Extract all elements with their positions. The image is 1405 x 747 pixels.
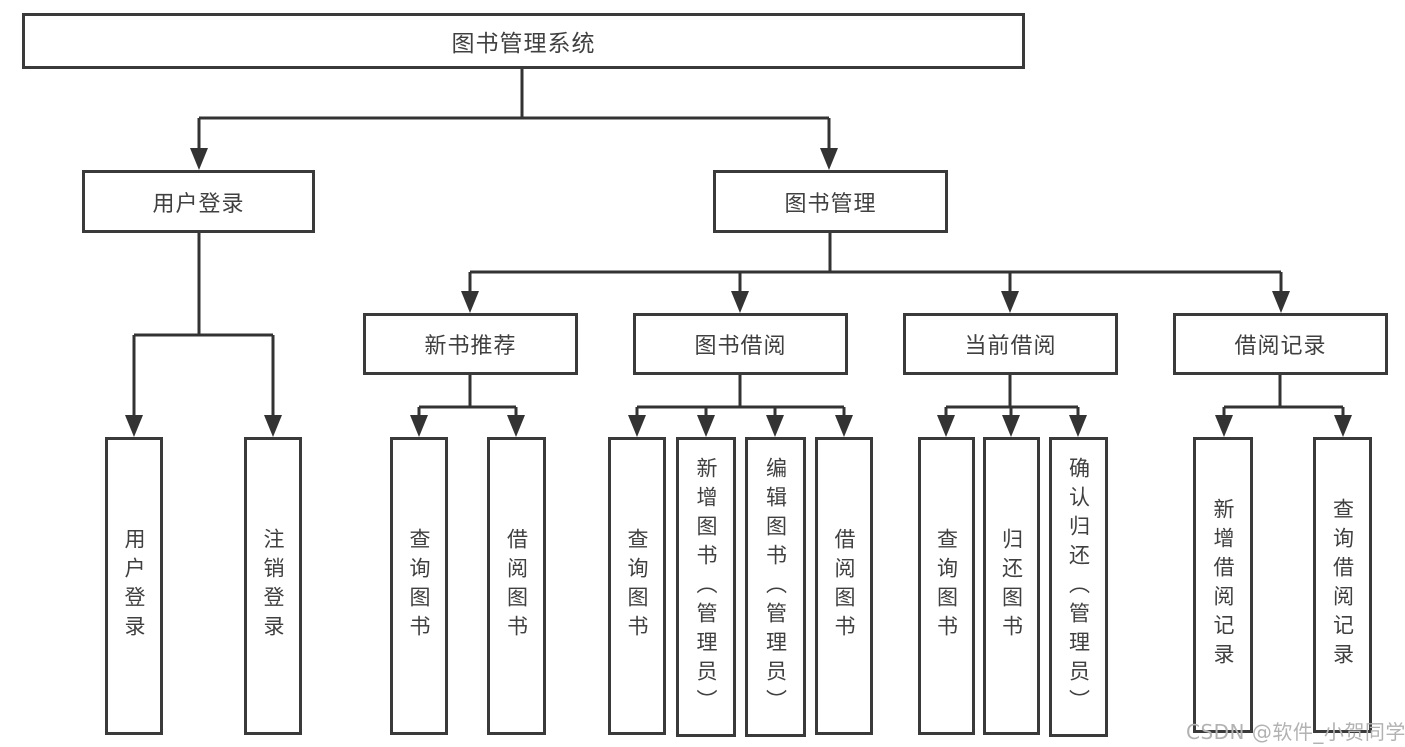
leaf-label: 查询图书: [625, 528, 649, 644]
leaf-label: 查询图书: [407, 528, 431, 644]
leaf-label: 借阅图书: [832, 528, 856, 644]
leaf-borrow-query-books: 查询图书: [608, 437, 666, 735]
node-label: 用户登录: [152, 191, 245, 217]
leaf-label: 新增图书（管理员）: [694, 456, 718, 718]
node-label: 图书借阅: [694, 334, 787, 359]
node-new-book-recommend: 新书推荐: [363, 313, 578, 375]
leaf-label: 归还图书: [999, 528, 1024, 644]
leaf-current-confirm-return-admin: 确认归还（管理员）: [1049, 437, 1108, 737]
connector-paths: [132, 69, 1345, 433]
leaf-logout: 注销登录: [244, 437, 302, 735]
leaf-borrow-add-book-admin: 新增图书（管理员）: [676, 437, 736, 737]
leaf-newbook-borrow-books: 借阅图书: [487, 437, 546, 735]
node-book-borrow: 图书借阅: [633, 313, 848, 375]
leaf-label: 用户登录: [122, 528, 146, 644]
leaf-label: 查询图书: [934, 528, 959, 644]
node-library-management-system: 图书管理系统: [22, 13, 1025, 69]
node-label: 当前借阅: [964, 334, 1057, 359]
leaf-label: 确认归还（管理员）: [1066, 456, 1091, 718]
node-user-login: 用户登录: [82, 170, 315, 233]
csdn-watermark: CSDN @软件_小贺同学: [1186, 720, 1405, 744]
leaf-record-add-borrow-record: 新增借阅记录: [1193, 437, 1253, 733]
leaf-borrow-borrow-books: 借阅图书: [815, 437, 873, 735]
leaf-label: 注销登录: [261, 528, 285, 644]
node-label: 图书管理系统: [451, 31, 596, 57]
leaf-current-query-books: 查询图书: [918, 437, 975, 735]
node-label: 图书管理: [784, 191, 877, 217]
node-book-management: 图书管理: [713, 170, 948, 233]
leaf-label: 查询借阅记录: [1330, 498, 1355, 672]
leaf-label: 借阅图书: [504, 528, 529, 644]
leaf-user-login: 用户登录: [105, 437, 163, 735]
leaf-label: 编辑图书（管理员）: [763, 456, 788, 718]
node-borrow-record: 借阅记录: [1173, 313, 1388, 375]
leaf-current-return-books: 归还图书: [983, 437, 1040, 735]
leaf-newbook-query-books: 查询图书: [390, 437, 448, 735]
leaf-record-query-borrow-record: 查询借阅记录: [1313, 437, 1372, 733]
node-label: 新书推荐: [424, 334, 517, 359]
leaf-borrow-edit-book-admin: 编辑图书（管理员）: [745, 437, 806, 737]
leaf-label: 新增借阅记录: [1211, 498, 1235, 672]
node-label: 借阅记录: [1234, 334, 1327, 359]
node-current-borrow: 当前借阅: [903, 313, 1118, 375]
